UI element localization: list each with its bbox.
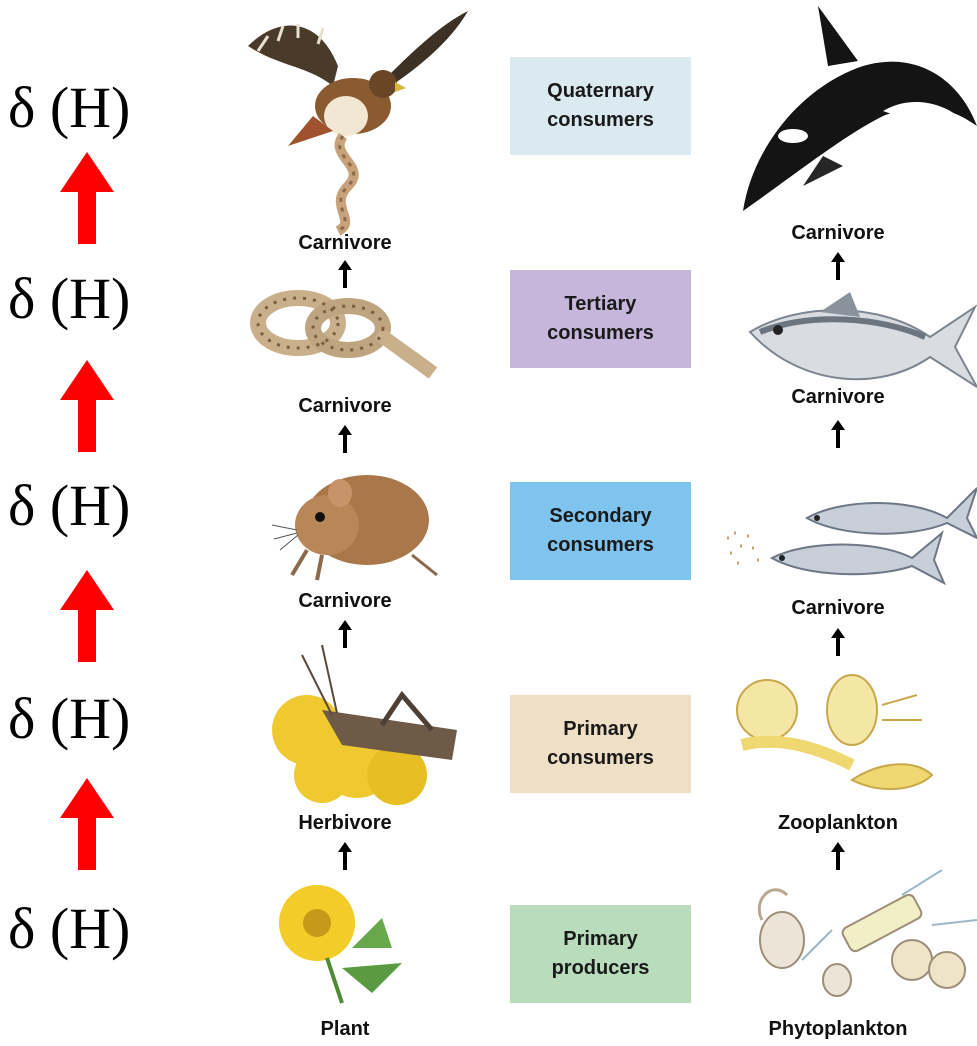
terrestrial-label-herbivore: Herbivore <box>225 812 465 835</box>
terrestrial-label-carnivore-mouse: Carnivore <box>225 590 465 613</box>
marine-label-carnivore-tuna: Carnivore <box>718 386 958 409</box>
hawk-icon <box>238 6 478 236</box>
phytoplankton-icon <box>742 870 977 1005</box>
arrow-up-icon <box>338 620 352 648</box>
marine-label-carnivore-fish: Carnivore <box>718 597 958 620</box>
delta-h-label-2: δ (H) <box>8 270 130 328</box>
small-fish-icon <box>722 478 977 588</box>
delta-h-label-5: δ (H) <box>8 900 130 958</box>
level-title: Secondary <box>547 502 654 531</box>
zooplankton-icon <box>732 665 947 805</box>
terrestrial-label-carnivore-hawk: Carnivore <box>225 232 465 255</box>
mouse-icon <box>262 455 442 585</box>
delta-h-label-1: δ (H) <box>8 79 130 137</box>
level-title: Primary <box>552 925 650 954</box>
grasshopper-icon <box>262 635 467 810</box>
red-up-arrow-icon <box>60 152 114 244</box>
plant-icon <box>272 878 412 1008</box>
arrow-up-icon <box>338 425 352 453</box>
level-title: Tertiary <box>547 290 654 319</box>
arrow-up-icon <box>831 842 845 870</box>
delta-h-label-4: δ (H) <box>8 690 130 748</box>
delta-h-label-3: δ (H) <box>8 477 130 535</box>
terrestrial-label-plant: Plant <box>225 1018 465 1041</box>
orca-icon <box>733 6 977 216</box>
marine-label-phytoplankton: Phytoplankton <box>718 1018 958 1041</box>
level-subtitle: consumers <box>547 319 654 348</box>
arrow-up-icon <box>831 628 845 656</box>
marine-label-carnivore-orca: Carnivore <box>718 222 958 245</box>
red-up-arrow-icon <box>60 570 114 662</box>
snake-icon <box>248 278 443 388</box>
arrow-up-icon <box>338 260 352 288</box>
arrow-up-icon <box>338 842 352 870</box>
arrow-up-icon <box>831 420 845 448</box>
level-subtitle: consumers <box>547 106 654 135</box>
marine-label-zooplankton: Zooplankton <box>718 812 958 835</box>
level-subtitle: consumers <box>547 744 654 773</box>
level-title: Primary <box>547 715 654 744</box>
red-up-arrow-icon <box>60 778 114 870</box>
arrow-up-icon <box>831 252 845 280</box>
level-subtitle: consumers <box>547 531 654 560</box>
level-subtitle: producers <box>552 954 650 983</box>
terrestrial-label-carnivore-snake: Carnivore <box>225 395 465 418</box>
red-up-arrow-icon <box>60 360 114 452</box>
level-title: Quaternary <box>547 77 654 106</box>
